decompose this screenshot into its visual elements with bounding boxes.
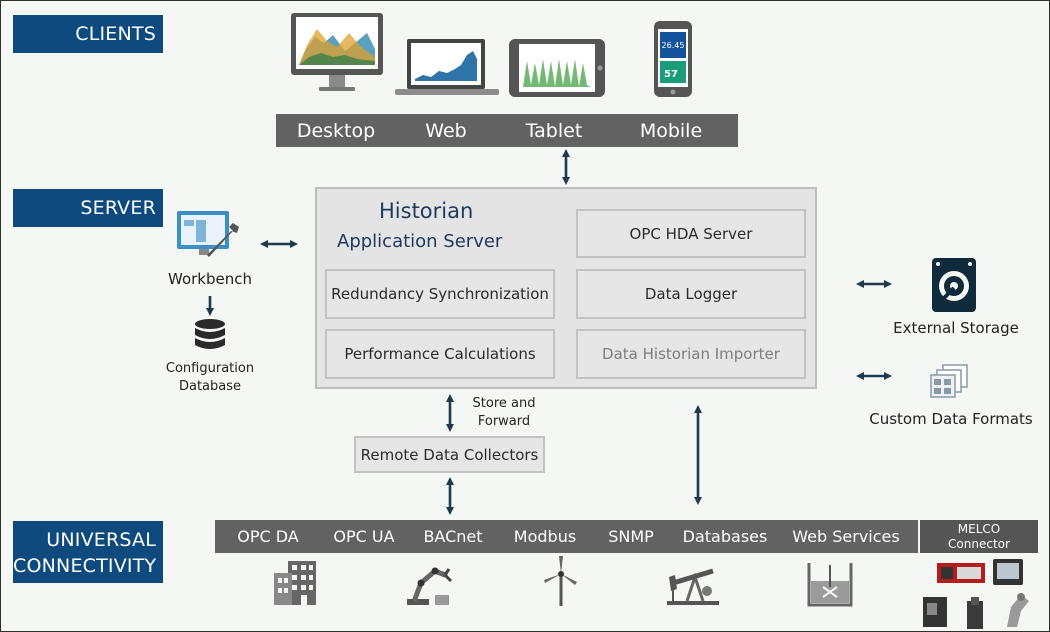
building-icon	[274, 561, 316, 605]
phone-value-1: 26.45	[662, 41, 685, 50]
client-mobile: Mobile	[639, 119, 703, 142]
configuration-database-line2: Database	[178, 379, 242, 394]
database-icon	[195, 319, 225, 349]
protocol-modbus: Modbus	[513, 527, 577, 546]
web-laptop-icon	[395, 39, 499, 95]
workbench-icon	[177, 211, 239, 257]
section-label-connectivity: UNIVERSAL CONNECTIVITY	[13, 521, 163, 583]
configuration-database-line1: Configuration	[165, 361, 255, 376]
protocol-bacnet: BACnet	[423, 527, 483, 546]
section-label-clients: CLIENTS	[13, 15, 163, 53]
section-label-server: SERVER	[13, 189, 163, 227]
historian-title: Historian	[379, 199, 474, 223]
mobile-phone-icon: 26.45 57	[654, 21, 692, 97]
melco-line1: MELCO	[957, 521, 1001, 536]
module-performance-calculations: Performance Calculations	[325, 329, 555, 379]
section-label-connectivity-line1: UNIVERSAL	[46, 529, 156, 551]
tablet-icon	[509, 39, 605, 97]
wind-turbine-icon	[544, 556, 577, 606]
historian-subtitle: Application Server	[337, 231, 503, 252]
desktop-monitor-icon	[291, 13, 383, 91]
clients-bar: Desktop Web Tablet Mobile	[276, 114, 738, 147]
module-data-logger: Data Logger	[576, 269, 806, 319]
phone-value-2: 57	[664, 69, 678, 80]
workbench-label: Workbench	[168, 270, 252, 288]
oil-pump-icon	[667, 568, 719, 605]
custom-data-formats-icon	[930, 364, 968, 398]
section-label-connectivity-line2: CONNECTIVITY	[13, 555, 157, 577]
module-opc-hda-server: OPC HDA Server	[576, 209, 806, 258]
protocol-databases: Databases	[682, 527, 768, 546]
protocol-web-services: Web Services	[792, 527, 900, 546]
protocol-snmp: SNMP	[608, 527, 654, 546]
protocol-opc-da: OPC DA	[237, 527, 299, 546]
connectivity-bar: OPC DA OPC UA BACnet Modbus SNMP Databas…	[215, 520, 918, 553]
external-storage-label: External Storage	[893, 319, 1019, 337]
store-and-forward-line1: Store and	[472, 396, 536, 411]
client-web: Web	[425, 119, 467, 142]
configuration-database-label: Configuration Database	[151, 360, 269, 396]
melco-connector-box: MELCO Connector	[920, 520, 1038, 553]
melco-line2: Connector	[948, 536, 1010, 551]
water-tank-icon	[807, 563, 853, 607]
client-tablet: Tablet	[525, 119, 583, 142]
custom-data-formats-label: Custom Data Formats	[869, 410, 1033, 428]
robot-arm-icon	[407, 567, 453, 605]
module-redundancy-synchronization: Redundancy Synchronization	[325, 269, 555, 319]
remote-data-collectors-box: Remote Data Collectors	[354, 436, 545, 473]
protocol-opc-ua: OPC UA	[333, 527, 395, 546]
client-desktop: Desktop	[296, 119, 376, 142]
module-data-historian-importer: Data Historian Importer	[576, 329, 806, 379]
store-and-forward-label: Store and Forward	[467, 395, 541, 431]
external-storage-icon	[932, 258, 976, 312]
store-and-forward-line2: Forward	[477, 414, 531, 429]
melco-devices-icon	[923, 559, 1029, 629]
